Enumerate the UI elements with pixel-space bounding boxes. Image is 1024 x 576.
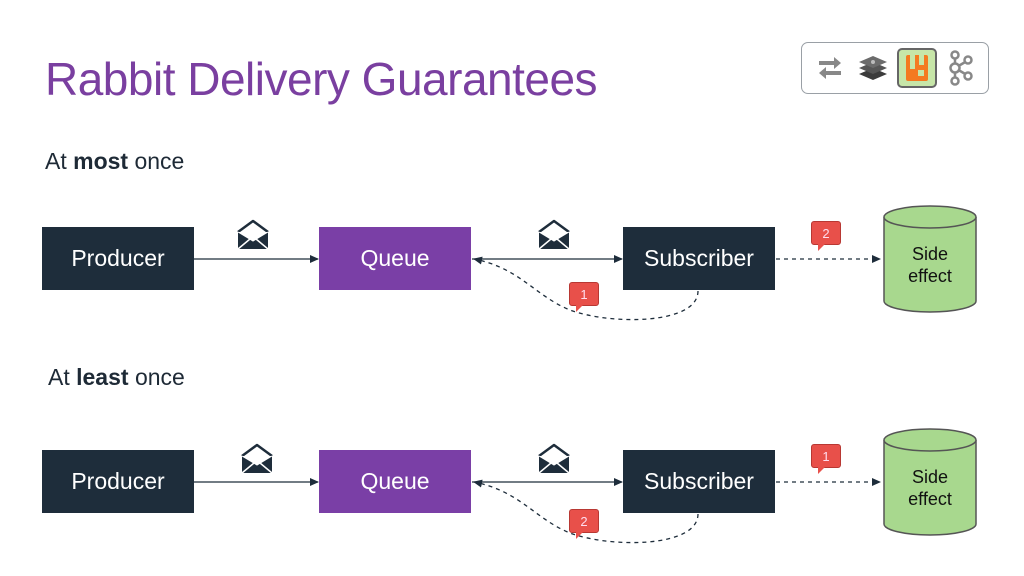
side-effect-order-badge: 2	[811, 221, 841, 251]
ack-order-badge: 1	[569, 282, 599, 312]
side-effect-label: Side effect	[908, 244, 952, 286]
section-label-at-least-once: At least once	[48, 364, 185, 390]
section-label-at-most-once: At most once	[45, 148, 185, 174]
envelope-icon	[241, 443, 273, 474]
producer-box: Producer	[42, 450, 194, 513]
subscriber-box: Subscriber	[623, 450, 775, 513]
side-effect-database	[883, 428, 977, 536]
queue-box: Queue	[319, 450, 471, 513]
kafka-icon[interactable]	[940, 48, 980, 88]
envelope-icon	[237, 219, 269, 250]
queue-box: Queue	[319, 227, 471, 290]
producer-box: Producer	[42, 227, 194, 290]
envelope-icon	[538, 443, 570, 474]
side-effect-database	[883, 205, 977, 313]
database-stack-icon[interactable]	[853, 48, 893, 88]
subscriber-ack-path-1	[473, 256, 699, 321]
page-title: Rabbit Delivery Guarantees	[45, 53, 598, 105]
transfer-arrows-icon[interactable]	[810, 48, 850, 88]
rabbitmq-icon[interactable]	[896, 48, 937, 88]
subscriber-box: Subscriber	[623, 227, 775, 290]
envelope-icon	[538, 219, 570, 250]
technology-toolbar	[801, 42, 989, 94]
ack-order-badge: 2	[569, 509, 599, 539]
subscriber-ack-path-2	[473, 479, 699, 544]
side-effect-order-badge: 1	[811, 444, 841, 474]
side-effect-label: Side effect	[908, 467, 952, 509]
